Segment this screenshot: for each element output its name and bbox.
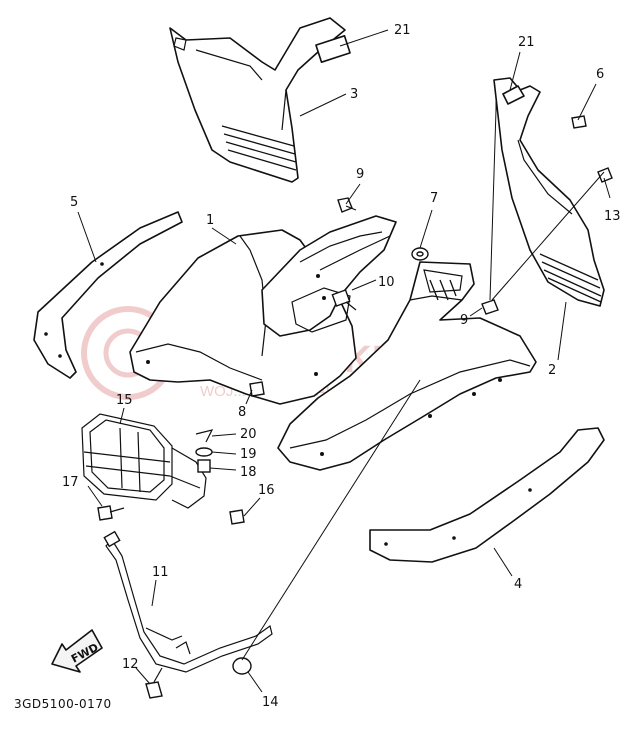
callout-11: 11 [152, 565, 169, 580]
fasteners [97, 115, 613, 699]
callout-19: 19 [240, 447, 257, 462]
part-18-nut[interactable] [197, 459, 211, 473]
callout-3: 3 [350, 87, 358, 102]
part-12-bolt[interactable] [145, 667, 163, 699]
callout-9-top: 9 [356, 167, 364, 182]
callout-10: 10 [378, 275, 395, 290]
callout-21-left: 21 [394, 23, 411, 38]
part-15-front-guard[interactable] [81, 413, 207, 509]
callouts: 21 3 21 6 5 1 9 7 13 10 9 2 15 8 20 19 1… [62, 23, 621, 710]
catalog-code: 3GD5100-0170 [14, 697, 112, 711]
part-9-bolt-top[interactable] [337, 197, 357, 213]
part-9-bolt-right[interactable] [481, 299, 499, 315]
callout-4: 4 [514, 577, 522, 592]
part-13-screw[interactable] [597, 167, 613, 183]
part-2-right-side-cover[interactable] [493, 77, 605, 307]
callout-16: 16 [258, 483, 275, 498]
part-7-grommet[interactable] [411, 247, 429, 261]
callout-1: 1 [206, 213, 214, 228]
callout-7: 7 [430, 191, 438, 206]
callout-14: 14 [262, 695, 279, 710]
part-5-left-trim[interactable] [33, 211, 183, 379]
part-20-clip[interactable] [195, 429, 214, 443]
callout-21-right: 21 [518, 35, 535, 50]
callout-18: 18 [240, 465, 257, 480]
fwd-direction-arrow: FWD [51, 629, 103, 673]
part-16-bolt[interactable] [229, 509, 245, 525]
callout-6: 6 [596, 67, 604, 82]
arrow-icon [51, 629, 103, 673]
part-10-fastener[interactable] [331, 289, 357, 311]
part-17-bolt[interactable] [97, 505, 125, 521]
part-14-nut[interactable] [232, 657, 252, 675]
part-11-stay-rod[interactable] [103, 530, 273, 673]
part-1-front-fender[interactable] [129, 215, 397, 405]
part-4-rear-fender[interactable] [277, 261, 537, 471]
part-3-left-side-cover[interactable] [169, 17, 351, 183]
leader-lines [77, 29, 611, 693]
part-21-pad-left[interactable] [315, 35, 351, 63]
callout-2: 2 [548, 363, 556, 378]
callout-8: 8 [238, 405, 246, 420]
part-4-right-trim[interactable] [369, 427, 605, 563]
part-8-bolt[interactable] [249, 381, 265, 397]
callout-20: 20 [240, 427, 257, 442]
callout-13: 13 [604, 209, 621, 224]
part-19-washer[interactable] [195, 447, 213, 457]
callout-17: 17 [62, 475, 79, 490]
callout-9-right: 9 [460, 313, 468, 328]
callout-5: 5 [70, 195, 78, 210]
callout-12: 12 [122, 657, 139, 672]
callout-15: 15 [116, 393, 133, 408]
part-21-pad-right[interactable] [502, 85, 525, 105]
